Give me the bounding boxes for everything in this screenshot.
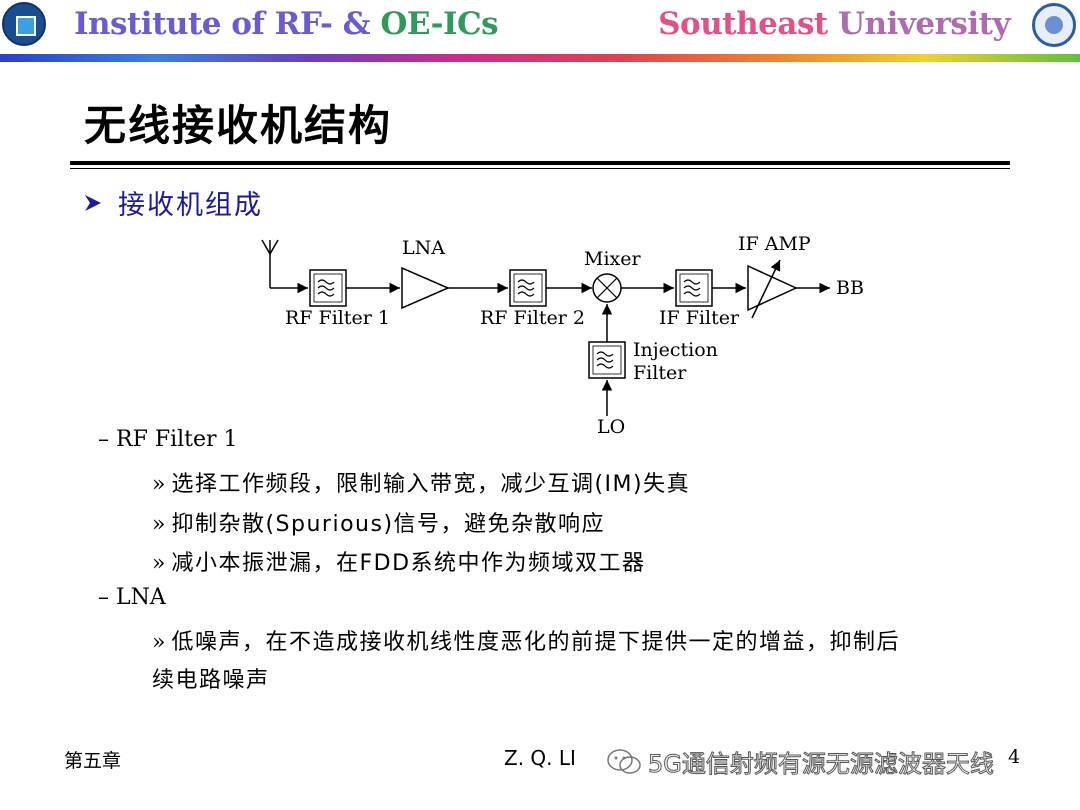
sub-item-text: 减小本振泄漏，在FDD系统中作为频域双工器	[171, 551, 646, 576]
lo-label: LO	[597, 416, 625, 438]
watermark-text: 5G通信射频有源无源滤波器天线	[648, 750, 995, 779]
slide-title: 无线接收机结构	[84, 101, 393, 150]
dash-marker: –	[98, 585, 116, 610]
injection-filter-label: Filter	[633, 362, 687, 384]
wechat-icon	[606, 748, 642, 776]
antenna-icon	[261, 239, 279, 288]
list-item-lna: – LNA	[98, 585, 166, 610]
sub-list-item: »低噪声，在不造成接收机线性度恶化的前提下提供一定的增益，抑制后	[152, 624, 900, 656]
item-label: LNA	[116, 585, 166, 610]
watermark: 5G通信射频有源无源滤波器天线	[606, 744, 994, 779]
mixer-icon	[592, 273, 622, 303]
sub-bullet-marker: »	[152, 551, 166, 576]
sub-list-item: »抑制杂散(Spurious)信号，避免杂散响应	[152, 506, 605, 538]
lna-label: LNA	[402, 237, 445, 259]
title-divider-thin	[70, 168, 1010, 169]
sub-item-text: 低噪声，在不造成接收机线性度恶化的前提下提供一定的增益，抑制后	[171, 630, 900, 655]
sub-item-text: 抑制杂散(Spurious)信号，避免杂散响应	[171, 512, 606, 537]
university-title-part2: University	[838, 6, 1010, 42]
university-title-part1: Southeast	[658, 6, 839, 42]
if-amp-label: IF AMP	[738, 233, 811, 255]
section-heading: 接收机组成	[82, 183, 263, 222]
sub-list-item-continuation: 续电路噪声	[152, 662, 270, 694]
sub-item-text: 续电路噪声	[152, 668, 270, 693]
header-color-band	[0, 54, 1080, 62]
if-filter-block	[675, 269, 713, 307]
section-heading-text: 接收机组成	[118, 190, 263, 221]
rf-filter-1-label: RF Filter 1	[285, 307, 390, 329]
page-number: 4	[1008, 746, 1021, 768]
lna-amplifier-icon	[401, 266, 450, 310]
sub-bullet-marker: »	[152, 512, 166, 537]
injection-label: Injection	[633, 339, 718, 361]
dash-marker: –	[98, 427, 116, 452]
if-filter-label: IF Filter	[659, 307, 740, 329]
footer-chapter: 第五章	[64, 750, 122, 772]
sub-bullet-marker: »	[152, 630, 166, 655]
rf-filter-2-block	[509, 269, 547, 307]
slide-header: Institute of RF- & OE-ICs Southeast Univ…	[0, 0, 1080, 62]
university-title: Southeast University	[658, 6, 1010, 42]
institute-title-part1: Institute of RF- &	[74, 6, 381, 42]
arrow-bullet-icon	[82, 192, 104, 220]
receiver-block-diagram: LNA Mixer IF AMP BB RF Filter 1 RF Filte…	[261, 233, 864, 438]
mixer-label: Mixer	[584, 248, 641, 270]
if-amp-variable-amplifier-icon	[747, 259, 798, 319]
sub-bullet-marker: »	[152, 472, 166, 497]
footer-author: Z. Q. LI	[504, 746, 576, 770]
university-logo-right-icon	[1032, 3, 1076, 47]
institute-title: Institute of RF- & OE-ICs	[74, 6, 499, 42]
item-label: RF Filter 1	[116, 427, 238, 452]
injection-filter-block	[588, 341, 626, 379]
bb-label: BB	[836, 277, 864, 299]
rf-filter-1-block	[309, 269, 347, 307]
title-divider-thick	[70, 161, 1010, 165]
rf-filter-2-label: RF Filter 2	[480, 307, 585, 329]
sub-list-item: »减小本振泄漏，在FDD系统中作为频域双工器	[152, 545, 646, 577]
university-logo-left-icon	[2, 2, 46, 46]
list-item-rf-filter-1: – RF Filter 1	[98, 427, 238, 452]
institute-title-part2: OE-ICs	[380, 6, 499, 42]
sub-list-item: »选择工作频段，限制输入带宽，减少互调(IM)失真	[152, 466, 690, 498]
sub-item-text: 选择工作频段，限制输入带宽，减少互调(IM)失真	[171, 472, 691, 497]
